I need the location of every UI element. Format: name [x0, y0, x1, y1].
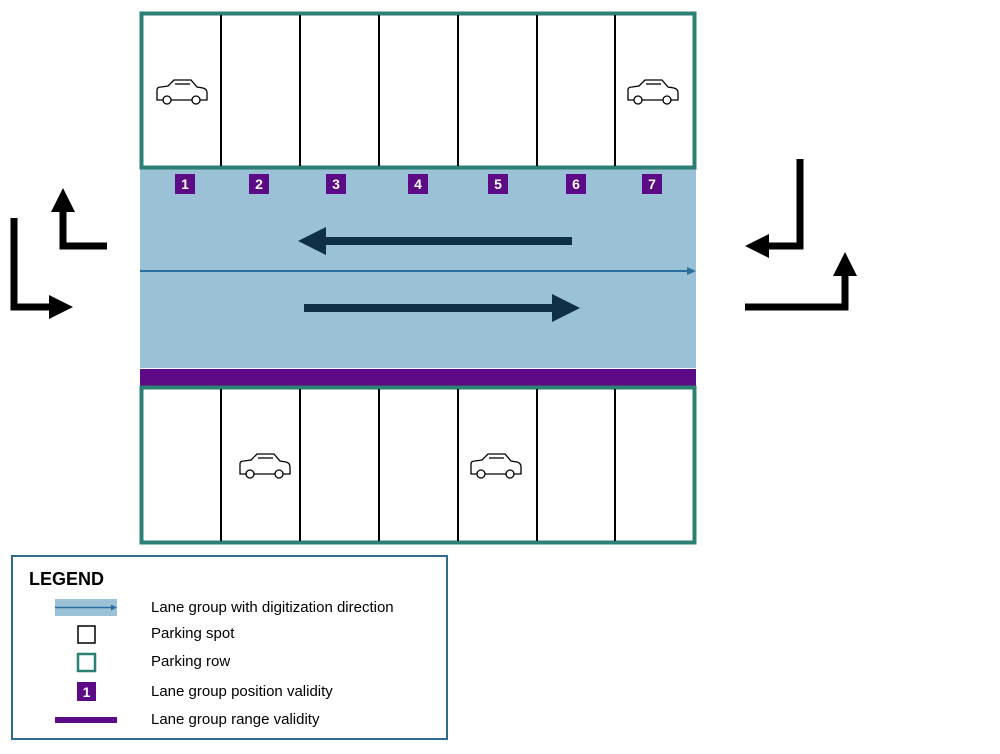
- range-validity-swatch-icon: [55, 717, 117, 723]
- position-validity-swatch-icon: 1: [77, 682, 96, 701]
- svg-text:2: 2: [255, 176, 263, 192]
- legend: LEGEND Lane group with digitization dire…: [11, 555, 448, 740]
- turn-arrow-left-lower: [10, 218, 73, 319]
- position-validity-badge: 5: [488, 174, 508, 194]
- legend-item: Lane group with digitization direction: [13, 596, 443, 620]
- svg-text:4: 4: [414, 176, 422, 192]
- parking-row-top: [139, 11, 697, 170]
- position-validity-badge: 4: [408, 174, 428, 194]
- svg-text:6: 6: [572, 176, 580, 192]
- svg-text:5: 5: [494, 176, 502, 192]
- svg-text:3: 3: [332, 176, 340, 192]
- parking-spot-swatch-icon: [77, 625, 96, 644]
- legend-label: Lane group with digitization direction: [151, 599, 394, 616]
- svg-text:7: 7: [648, 176, 656, 192]
- parking-row-bottom: [139, 385, 697, 545]
- legend-item: Lane group range validity: [13, 708, 443, 732]
- legend-item: 1 Lane group position validity: [13, 680, 443, 704]
- range-validity-bar: [140, 369, 696, 386]
- position-validity-badge: 1: [175, 174, 195, 194]
- legend-item: Parking row: [13, 650, 443, 674]
- position-validity-badge: 2: [249, 174, 269, 194]
- digitization-arrowhead: [687, 267, 696, 275]
- position-validity-badge: 3: [326, 174, 346, 194]
- legend-label: Parking spot: [151, 625, 235, 642]
- turn-arrow-right-lower: [745, 252, 857, 311]
- legend-label: Parking row: [151, 653, 231, 670]
- position-validity-badge: 7: [642, 174, 662, 194]
- travel-arrow-eastbound: [304, 294, 580, 322]
- turn-arrow-right-upper: [745, 159, 804, 258]
- legend-label: Lane group position validity: [151, 683, 333, 700]
- svg-text:1: 1: [83, 684, 91, 700]
- travel-arrow-westbound: [298, 227, 572, 255]
- lane-group-swatch-icon: [55, 599, 117, 616]
- position-validity-badge: 6: [566, 174, 586, 194]
- legend-title: LEGEND: [29, 569, 105, 589]
- legend-label: Lane group range validity: [151, 711, 320, 728]
- turn-arrow-left-upper: [51, 188, 107, 250]
- svg-text:1: 1: [181, 176, 189, 192]
- legend-item: Parking spot: [13, 622, 443, 646]
- parking-row-swatch-icon: [76, 652, 97, 673]
- lane-group: [140, 168, 696, 368]
